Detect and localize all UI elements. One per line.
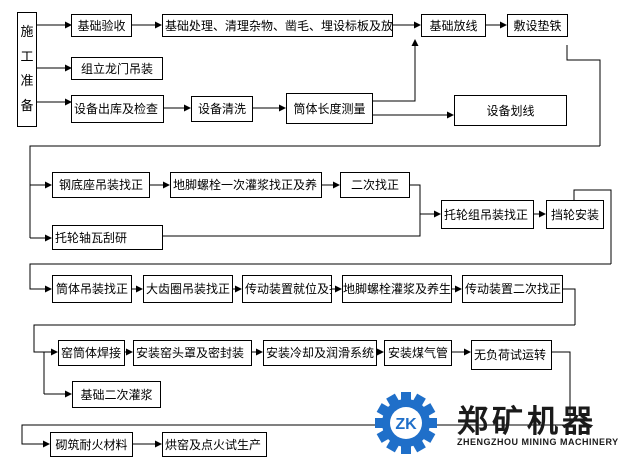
- second-align-box: 二次找正: [340, 172, 410, 198]
- drive-second-box: 传动装置二次找正: [462, 275, 563, 303]
- roller-lift-box: 托轮组吊装找正: [441, 200, 534, 229]
- base-grout-2-box: 基础二次灌浆: [72, 381, 161, 408]
- equipment-mark-box: 设备划线: [454, 95, 567, 126]
- logo-name: 郑矿机器: [457, 404, 597, 440]
- gear-tooth: [401, 442, 411, 454]
- construction-prep-char-2: 工: [20, 49, 34, 65]
- foundation-check-box: 基础验收: [71, 14, 132, 37]
- base-lift-box: 钢底座吊装找正: [52, 172, 150, 198]
- logo-gear-icon: ZK: [375, 392, 437, 454]
- gear-hub: [390, 407, 422, 439]
- logo-mark: ZK: [395, 416, 417, 433]
- gear-ring-box: 大齿圈吊装找正: [143, 275, 233, 303]
- gear-tooth: [401, 392, 411, 404]
- construction-prep-char-4: 备: [20, 98, 34, 114]
- construction-prep-box: 施 工 准 备: [17, 12, 37, 127]
- thrust-roller-box: 挡轮安装: [546, 200, 604, 229]
- anchor-grout-box: 地脚螺栓一次灌浆找正及养: [170, 172, 322, 198]
- lay-pads-box: 敷设垫铁: [507, 14, 568, 37]
- drive-position-box: 传动装置就位及找: [242, 275, 332, 303]
- bake-kiln-box: 烘窑及点火试生产: [162, 432, 267, 457]
- kiln-weld-box: 窑筒体焊接: [58, 340, 125, 366]
- equipment-check-box: 设备出库及检查: [71, 95, 164, 123]
- no-load-test-box: 无负荷试运转: [471, 340, 552, 370]
- gas-pipe-box: 安装煤气管: [384, 340, 452, 366]
- equipment-clean-box: 设备清洗: [191, 96, 253, 122]
- refractory-box: 砌筑耐火材料: [50, 432, 133, 457]
- gantry-box: 组立龙门吊装: [71, 57, 163, 80]
- kiln-head-box: 安装窑头罩及密封装: [133, 340, 252, 366]
- construction-prep-char-3: 准: [20, 74, 34, 90]
- anchor-grout-2-box: 地脚螺栓灌浆及养生: [342, 275, 452, 303]
- foundation-treatment-box: 基础处理、清理杂物、凿毛、埋设标板及放: [162, 14, 393, 37]
- foundation-lines-box: 基础放线: [421, 14, 486, 37]
- shell-length-box: 筒体长度测量: [286, 93, 373, 124]
- shell-lift-box: 筒体吊装找正: [52, 275, 132, 303]
- cooling-system-box: 安装冷却及润滑系统: [263, 340, 377, 366]
- logo-subtitle: ZHENGZHOU MINING MACHINERY: [457, 437, 619, 447]
- construction-prep-char-1: 施: [20, 25, 34, 41]
- roller-bearing-box: 托轮轴瓦刮研: [52, 225, 163, 250]
